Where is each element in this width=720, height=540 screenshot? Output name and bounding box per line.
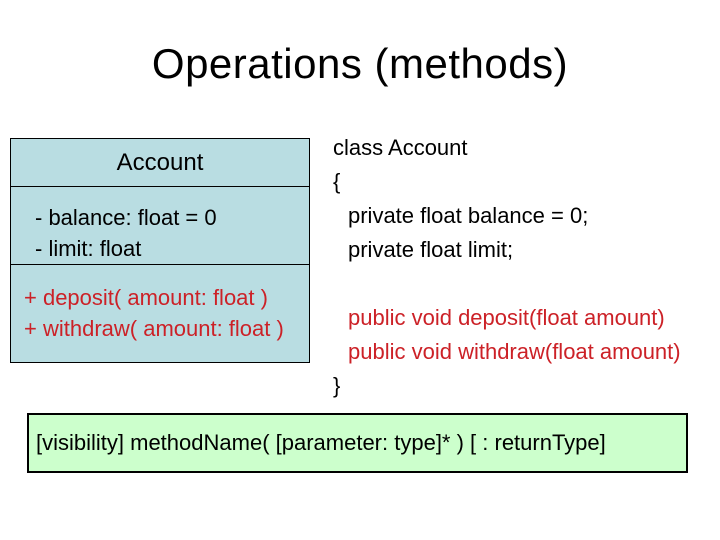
code-line: { <box>333 169 341 194</box>
uml-operations-compartment: + deposit( amount: float ) + withdraw( a… <box>11 265 309 344</box>
uml-operation: + deposit( amount: float ) <box>24 285 268 310</box>
uml-operation: + withdraw( amount: float ) <box>24 316 284 341</box>
code-line: public void deposit(float amount) <box>348 305 665 330</box>
method-signature-text: [visibility] methodName( [parameter: typ… <box>36 430 606 455</box>
uml-class-name: Account <box>11 139 309 187</box>
uml-attribute: - balance: float = 0 <box>35 205 217 230</box>
code-line-blank <box>333 267 681 301</box>
uml-class-box: Account - balance: float = 0 - limit: fl… <box>10 138 310 363</box>
code-line: } <box>333 373 341 398</box>
uml-attributes-compartment: - balance: float = 0 - limit: float <box>11 187 309 265</box>
method-signature-bar: [visibility] methodName( [parameter: typ… <box>27 413 688 473</box>
java-code-block: class Account { private float balance = … <box>333 131 681 403</box>
page-title: Operations (methods) <box>151 40 569 87</box>
code-line: private float limit; <box>348 237 514 262</box>
code-line: class Account <box>333 135 468 160</box>
uml-attribute: - limit: float <box>35 236 142 261</box>
code-line: public void withdraw(float amount) <box>348 339 681 364</box>
code-line: private float balance = 0; <box>348 203 589 228</box>
